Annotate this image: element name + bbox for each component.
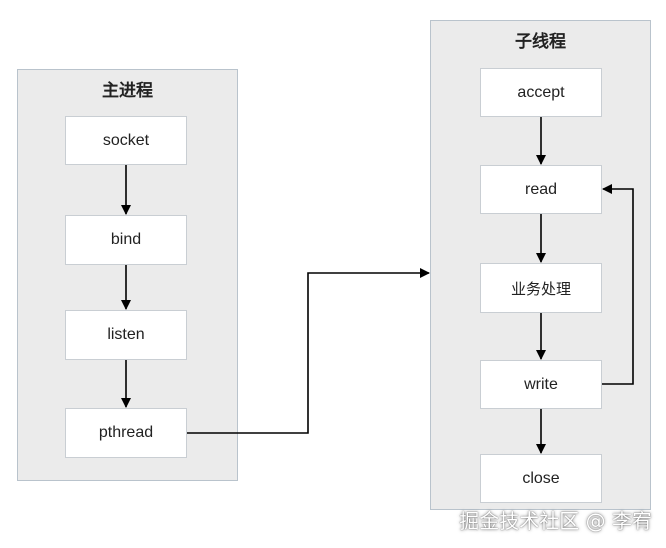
node-accept: accept bbox=[480, 68, 602, 117]
node-business-logic: 业务处理 bbox=[480, 263, 602, 313]
node-write: write bbox=[480, 360, 602, 409]
child-thread-title: 子线程 bbox=[515, 32, 566, 52]
arrow-write-loop-to-read bbox=[602, 184, 634, 385]
node-close: close bbox=[480, 454, 602, 503]
node-pthread: pthread bbox=[65, 408, 187, 458]
arrow-pthread-to-child-thread bbox=[187, 268, 430, 434]
watermark-text: 掘金技术社区 @ 李宥 bbox=[459, 509, 652, 533]
node-listen: listen bbox=[65, 310, 187, 360]
main-process-title: 主进程 bbox=[102, 81, 153, 101]
node-bind: bind bbox=[65, 215, 187, 265]
node-socket: socket bbox=[65, 116, 187, 165]
node-read: read bbox=[480, 165, 602, 214]
